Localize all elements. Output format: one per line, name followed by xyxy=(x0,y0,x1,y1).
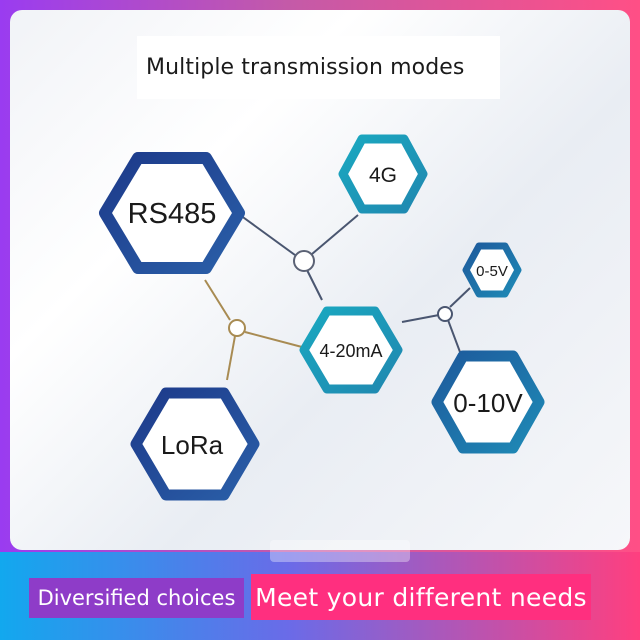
hex-4g: 4G xyxy=(338,134,428,214)
connector-gold-hub-lora xyxy=(226,335,236,381)
hex-rs485: RS485 xyxy=(99,152,245,274)
page-title: Multiple transmission modes xyxy=(146,55,465,80)
hex-010v: 0-10V xyxy=(431,350,545,454)
hex-05v: 0-5V xyxy=(462,242,522,298)
footer-right-text: Meet your different needs xyxy=(255,582,587,612)
connector-gold-hub-420ma xyxy=(244,331,303,348)
hub-circle-top xyxy=(293,250,315,272)
connector-4g-hub xyxy=(311,214,359,255)
footer-ghost-shape xyxy=(270,540,410,562)
footer-chip-right: Meet your different needs xyxy=(251,574,591,620)
connector-rs485-hub xyxy=(239,214,296,256)
title-box: Multiple transmission modes xyxy=(137,36,500,99)
hex-05v-label: 0-5V xyxy=(476,263,508,280)
hub-circle-right xyxy=(437,306,453,322)
connector-rs485-gold-hub xyxy=(204,279,231,321)
hex-4g-label: 4G xyxy=(369,164,397,187)
hex-lora: LoRa xyxy=(130,387,260,501)
hex-420ma: 4-20mA xyxy=(299,306,403,394)
connector-right-hub-010v xyxy=(447,319,461,353)
footer-left-text: Diversified choices xyxy=(37,586,236,610)
connector-right-hub-05v xyxy=(449,287,471,308)
hex-lora-label: LoRa xyxy=(161,430,224,460)
hex-rs485-label: RS485 xyxy=(128,198,217,230)
hex-010v-label: 0-10V xyxy=(453,388,523,418)
connector-hub-420ma xyxy=(306,269,323,301)
content-panel xyxy=(10,10,630,550)
footer-chip-left: Diversified choices xyxy=(29,578,244,618)
connector-420ma-right-hub xyxy=(401,314,440,323)
hub-circle-left xyxy=(228,319,246,337)
hex-420ma-label: 4-20mA xyxy=(319,341,382,361)
